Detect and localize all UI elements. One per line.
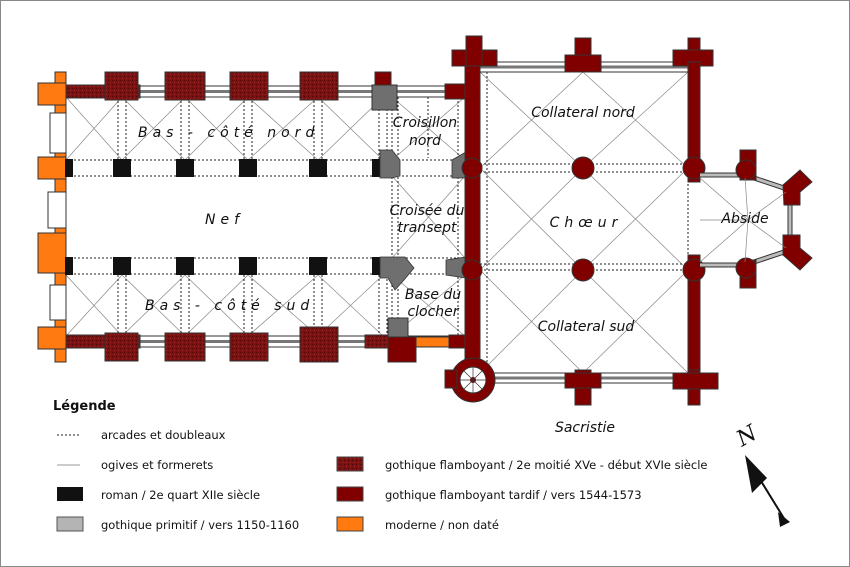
label-nef: Nef <box>205 212 244 228</box>
modern-window <box>415 336 450 348</box>
label-base-clocher-line1: Base du <box>405 287 461 303</box>
west-facade <box>37 71 67 363</box>
apse <box>699 149 813 289</box>
buttress <box>164 332 206 362</box>
legend-title: Légende <box>53 399 116 414</box>
choir-walls <box>444 35 719 406</box>
ogive-rib <box>391 175 466 259</box>
buttress <box>229 71 269 101</box>
swatch-textured-red-icon <box>336 456 364 472</box>
swatch-gray-icon <box>56 516 84 532</box>
vault-ribs <box>65 71 689 374</box>
west-portal <box>47 191 67 229</box>
ogive-rib <box>65 274 123 337</box>
swatch-black-icon <box>57 487 83 501</box>
ogive-rib <box>121 96 186 161</box>
legend-item: gothique flamboyant / 2e moitié XVe - dé… <box>385 458 707 472</box>
label-sacristie: Sacristie <box>555 420 615 436</box>
label-choeur: Chœur <box>550 215 623 231</box>
legend-item: gothique primitif / vers 1150-1160 <box>101 518 299 532</box>
ogive-rib <box>65 96 123 161</box>
ogive-rib <box>582 269 689 374</box>
legend-item: roman / 2e quart XIIe siècle <box>101 488 260 502</box>
buttress <box>299 326 339 363</box>
ogive-rib <box>479 167 584 271</box>
ogive-rib <box>184 274 249 337</box>
label-collateral-sud: Collateral sud <box>538 319 635 335</box>
label-collateral-nord: Collateral nord <box>531 105 635 121</box>
roman-piers <box>65 159 380 275</box>
ogive-rib <box>184 96 249 161</box>
label-croisee-line1: Croisée du <box>390 203 465 219</box>
label-bas-cote-sud: Bas - côté sud <box>145 298 314 314</box>
ogive-rib <box>247 274 319 337</box>
ogive-rib <box>391 96 466 161</box>
buttress <box>229 332 269 362</box>
legend-item: arcades et doubleaux <box>101 428 226 442</box>
label-croisillon-nord-line2: nord <box>409 133 441 149</box>
crossing-piers <box>379 149 467 291</box>
spiral-stair <box>459 366 487 394</box>
pier-primitif <box>371 84 398 111</box>
ogive-rib <box>582 71 689 169</box>
ogive-rib <box>121 274 186 337</box>
label-bas-cote-nord: Bas - côté nord <box>138 125 319 141</box>
buttress <box>299 71 339 101</box>
label-abside: Abside <box>720 211 768 227</box>
ogive-rib <box>247 96 319 161</box>
legend-item: moderne / non daté <box>385 518 499 532</box>
label-croisee-line2: transept <box>398 220 457 236</box>
buttress <box>164 71 206 101</box>
swatch-dark-red-icon <box>336 486 364 502</box>
label-croisillon-nord-line1: Croisillon <box>393 115 457 131</box>
legend: Légende arcades et doubleaux ogives et f… <box>53 399 707 532</box>
ogive-rib <box>479 269 584 374</box>
ogive-rib <box>582 167 689 271</box>
buttress <box>104 71 139 101</box>
swatch-orange-icon <box>336 516 364 532</box>
legend-item: gothique flamboyant tardif / vers 1544-1… <box>385 488 642 502</box>
ogive-rib <box>317 274 384 337</box>
label-base-clocher-line2: clocher <box>407 304 459 320</box>
legend-item: ogives et formerets <box>101 458 213 472</box>
buttress <box>104 332 139 362</box>
ogive-rib <box>479 71 584 169</box>
